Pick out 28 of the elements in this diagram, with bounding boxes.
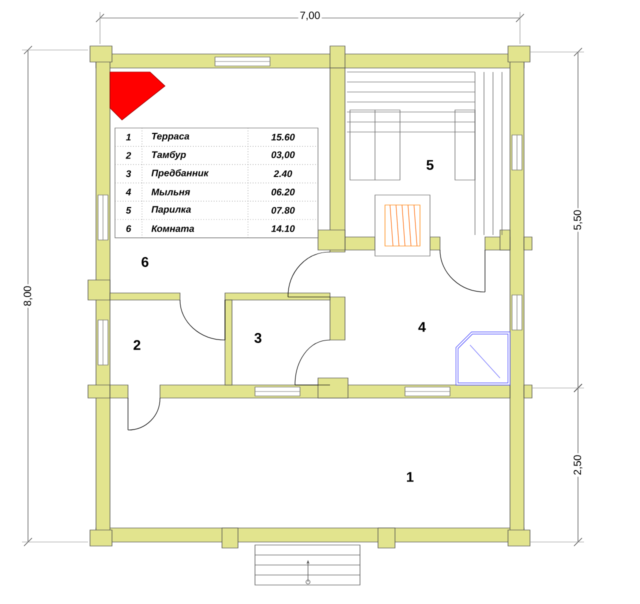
table-cell: 6 (126, 225, 132, 232)
table-cell: 2.40 (274, 170, 292, 178)
table-cell: Терраса (152, 132, 190, 142)
table-cell: 15.60 (271, 134, 295, 140)
room-number: 2 (134, 340, 140, 350)
table-cell: 06.20 (272, 188, 295, 196)
table-cell: 2 (126, 152, 132, 159)
room-number: 5 (426, 160, 434, 170)
room-number: 4 (418, 322, 426, 332)
table-cell: Парилка (151, 206, 191, 215)
room-number: 1 (407, 472, 414, 482)
room-number: 3 (254, 333, 262, 343)
table-cell: 03,00 (272, 151, 295, 160)
table-cell: 5 (126, 207, 132, 214)
table-cell: Предбанник (151, 169, 209, 178)
table-cell: 07.80 (272, 206, 295, 214)
room-number: 6 (142, 257, 148, 267)
table-cell: 4 (126, 188, 131, 196)
dimension-label: 8,00 (22, 284, 34, 308)
table-cell: Мыльня (151, 188, 190, 196)
dimension-label: 5,50 (572, 208, 584, 232)
table-cell: 1 (126, 134, 131, 140)
table-cell: Тамбур (152, 150, 186, 160)
dimension-label: 7,00 (298, 10, 322, 22)
table-cell: 3 (126, 170, 132, 178)
dimension-label: 2,50 (572, 453, 584, 477)
table-cell: Комната (151, 225, 194, 232)
table-cell: 14.10 (271, 225, 295, 232)
